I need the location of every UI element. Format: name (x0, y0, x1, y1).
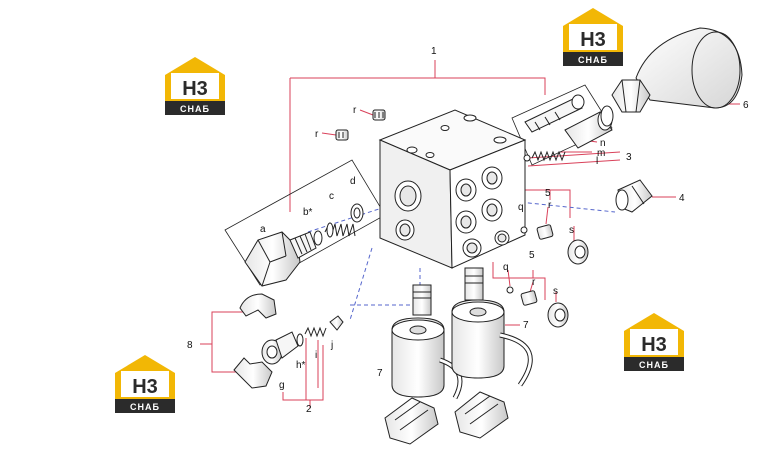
label-m: m (597, 148, 605, 159)
label-r-left: r (315, 129, 319, 140)
label-8: 8 (187, 340, 193, 351)
logo-left: H3 СНАБ (165, 57, 225, 115)
solenoid-coil-1 (384, 284, 463, 445)
plug-4 (615, 179, 653, 213)
clip-8-bottom (233, 357, 273, 389)
label-6: 6 (743, 100, 749, 111)
logo-bottom-right: H3 СНАБ (624, 313, 684, 371)
logo-subtext: СНАБ (130, 402, 160, 412)
logo-bottom-left: H3 СНАБ (115, 355, 175, 413)
label-n: n (600, 138, 606, 149)
label-1: 1 (431, 46, 437, 57)
label-5-top: 5 (545, 188, 551, 199)
label-5-bottom: 5 (529, 250, 535, 261)
logo-text: H3 (580, 29, 606, 51)
label-a: a (260, 224, 266, 235)
plug-r-top (372, 109, 386, 121)
axis-lines (307, 199, 616, 321)
label-q-set1: q (518, 202, 524, 213)
label-c: c (329, 191, 334, 202)
plug-r-left (335, 129, 349, 141)
label-q-set2: q (503, 262, 509, 273)
label-h: h* (296, 360, 306, 371)
label-2: 2 (306, 404, 312, 415)
label-r-top: r (353, 105, 357, 116)
label-s-set1: s (569, 225, 574, 236)
label-b: b* (303, 207, 313, 218)
dome-cap-6 (600, 27, 743, 127)
label-r-set2: r (532, 277, 536, 288)
label-7-left: 7 (377, 368, 383, 379)
logo-text: H3 (641, 334, 667, 356)
label-j: j (330, 340, 333, 351)
relief-assembly-2 (261, 315, 344, 365)
label-3: 3 (626, 152, 632, 163)
logo-text: H3 (132, 376, 158, 398)
logo-top-right: H3 СНАБ (563, 8, 623, 66)
logo-subtext: СНАБ (639, 360, 669, 370)
check-set-2 (506, 286, 569, 328)
label-r-set1: r (548, 200, 552, 211)
label-d: d (350, 176, 356, 187)
clip-8-top (239, 293, 277, 319)
logo-subtext: СНАБ (180, 104, 210, 114)
label-s-set2: s (553, 286, 558, 297)
label-l: l (596, 156, 598, 167)
label-g: g (279, 380, 285, 391)
label-7-right: 7 (523, 320, 529, 331)
label-4: 4 (679, 193, 685, 204)
label-i: i (315, 350, 317, 361)
solenoid-coil-2 (451, 267, 533, 439)
logo-text: H3 (182, 78, 208, 100)
logo-subtext: СНАБ (578, 55, 608, 65)
relief-valve-cartridge (244, 203, 364, 287)
callout-labels: 1 2 3 4 5 5 6 7 7 8 r r r r a b* c d g h… (187, 46, 749, 415)
valve-block (378, 109, 527, 269)
check-set-1 (520, 224, 589, 265)
